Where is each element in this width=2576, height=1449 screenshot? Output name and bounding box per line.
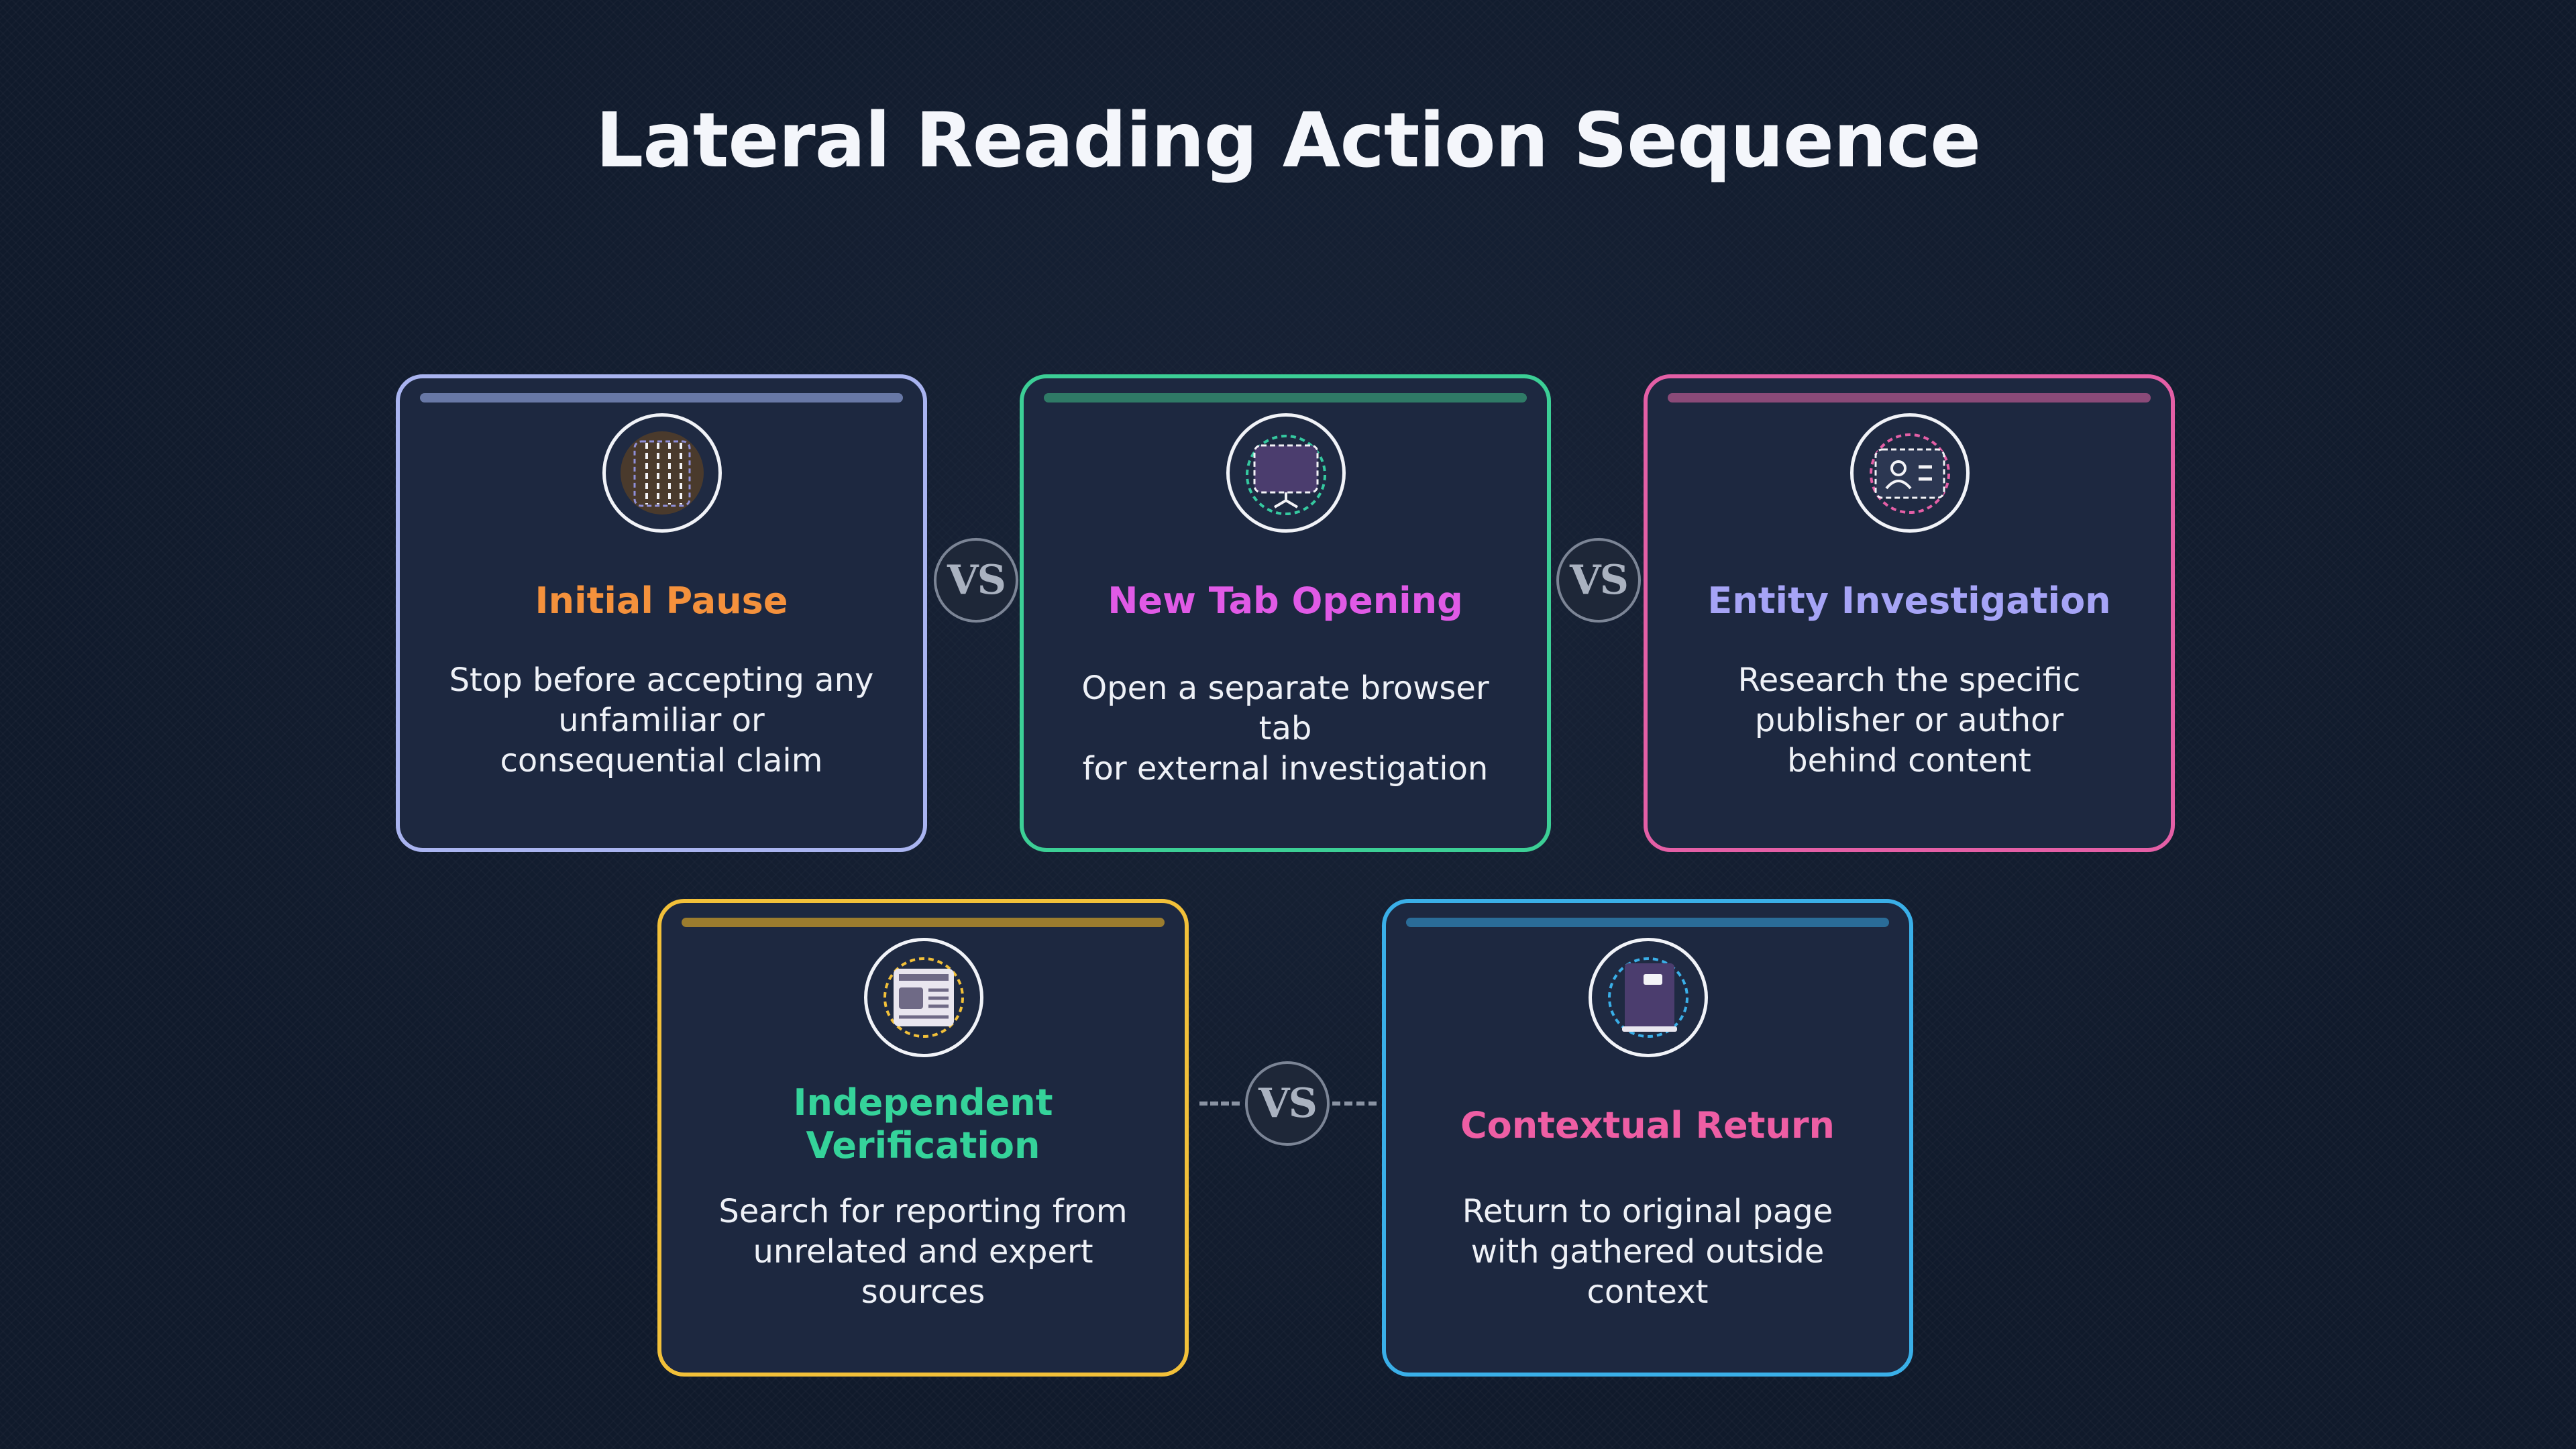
step-description: Research the specific publisher or autho… [1737,661,2081,780]
vs-connector-4-5: VS [1245,1061,1330,1146]
card-accent-bar [682,918,1165,927]
card-accent-bar [1406,918,1889,927]
browser-window-icon [1226,413,1346,533]
vs-connector-1-2: VS [934,538,1018,623]
pause-bars-icon [602,413,722,533]
vs-connector-2-3: VS [1556,538,1641,623]
step-title: Independent Verification [793,1081,1053,1167]
step-title: Initial Pause [535,580,788,622]
id-card-icon [1850,413,1970,533]
step-card-independent-verification: Independent Verification Search for repo… [657,899,1189,1377]
dashed-connector-right [1332,1102,1377,1106]
page-title: Lateral Reading Action Sequence [595,97,1981,184]
step-description: Search for reporting from unrelated and … [718,1193,1128,1311]
card-accent-bar [1668,393,2151,402]
step-title: Contextual Return [1460,1104,1835,1146]
step-title: Entity Investigation [1707,580,2111,622]
step-card-new-tab-opening: New Tab Opening Open a separate browser … [1020,374,1551,852]
step-title: New Tab Opening [1108,580,1463,622]
dashed-connector-left [1199,1102,1240,1106]
newspaper-icon [864,938,983,1057]
step-card-initial-pause: Initial Pause Stop before accepting any … [396,374,927,852]
card-accent-bar [1044,393,1527,402]
step-description: Return to original page with gathered ou… [1462,1193,1833,1311]
card-accent-bar [420,393,903,402]
step-card-contextual-return: Contextual Return Return to original pag… [1382,899,1913,1377]
book-icon [1589,938,1708,1057]
step-description: Open a separate browser tab for external… [1081,669,1489,788]
step-description: Stop before accepting any unfamiliar or … [449,661,874,780]
step-card-entity-investigation: Entity Investigation Research the specif… [1644,374,2175,852]
